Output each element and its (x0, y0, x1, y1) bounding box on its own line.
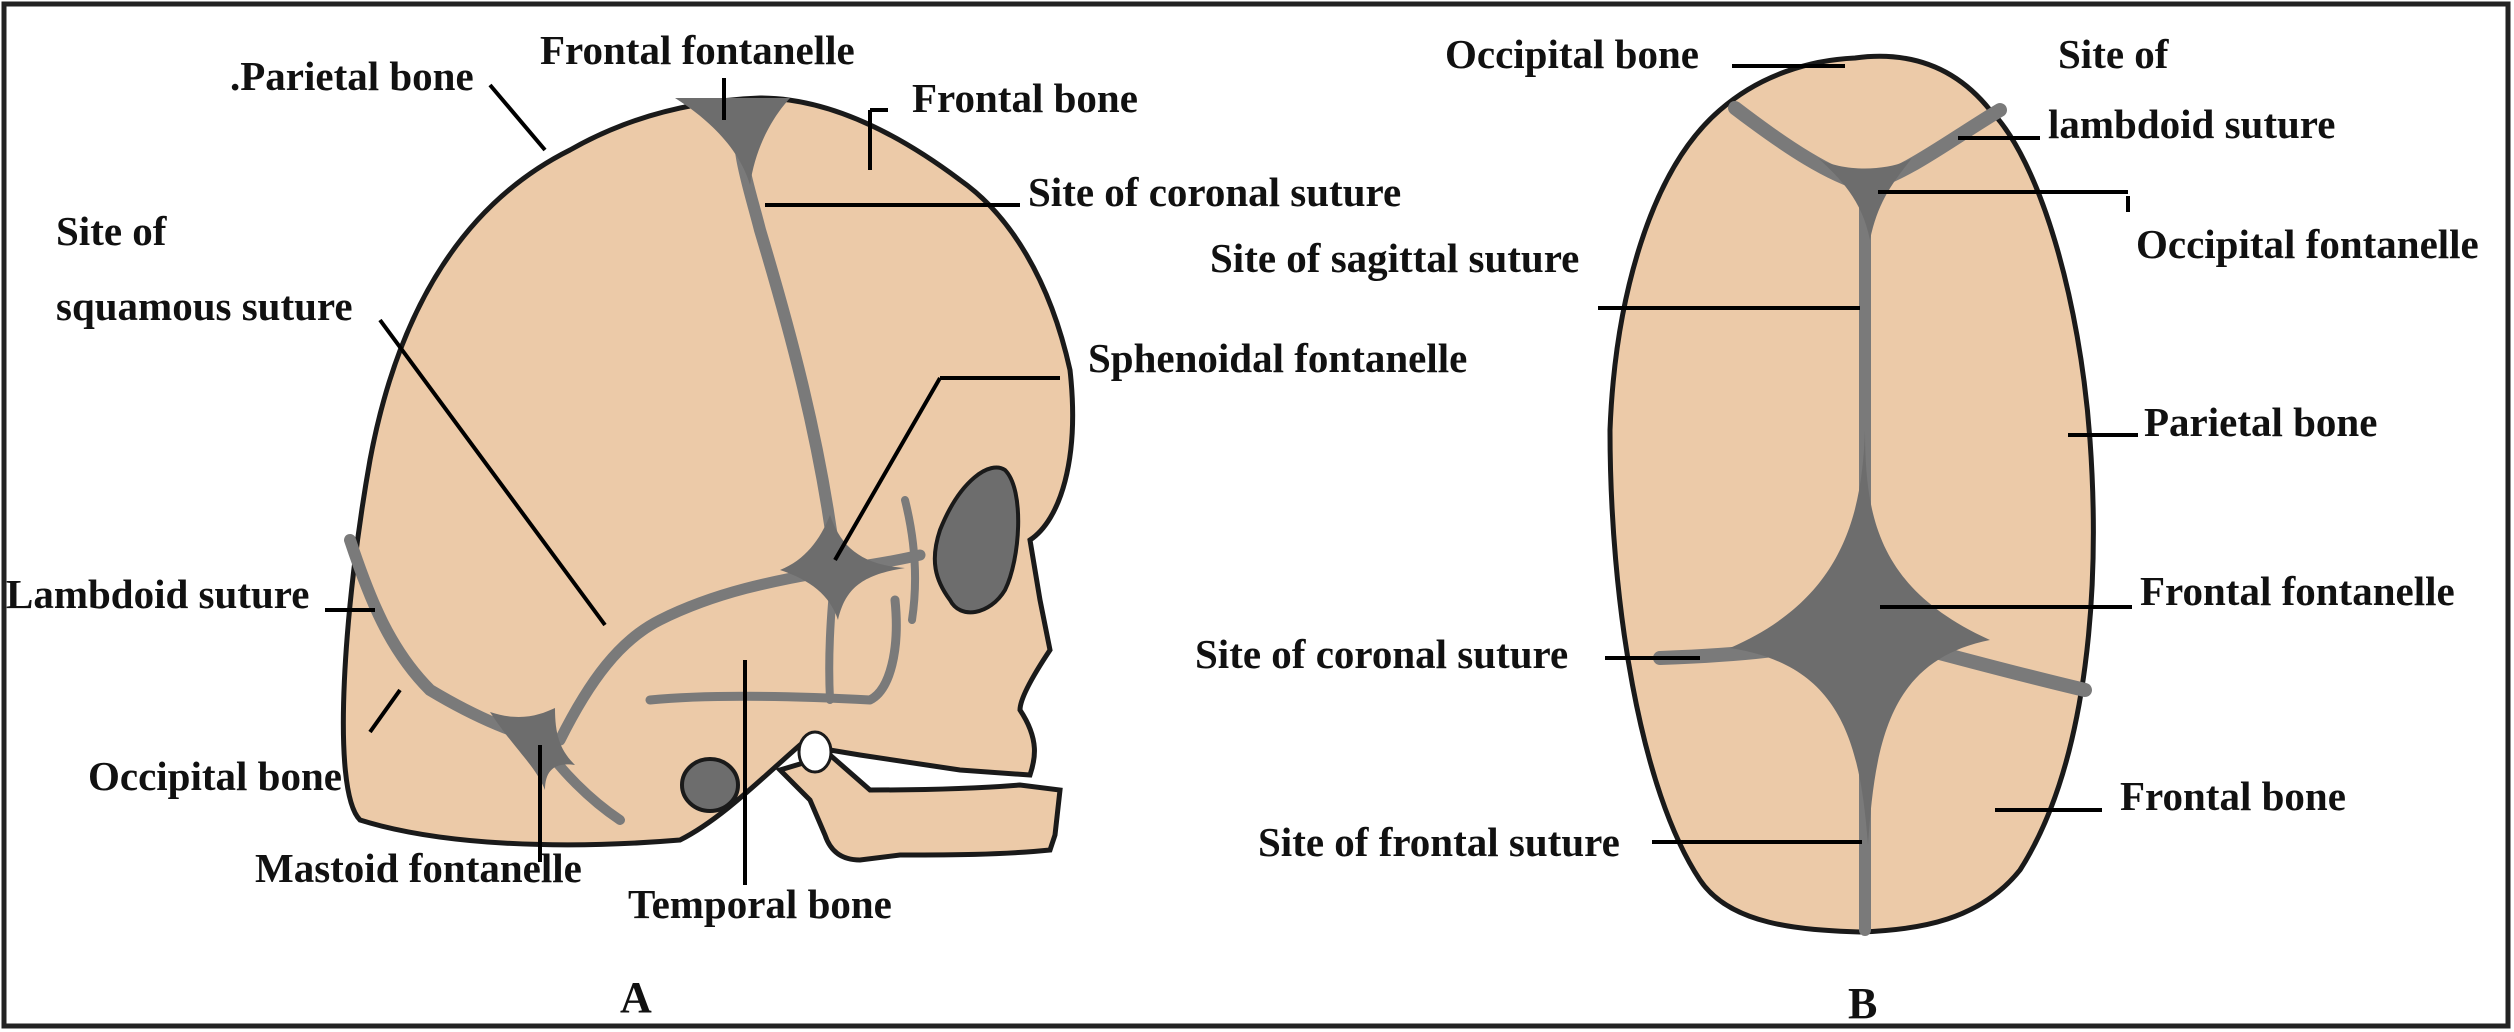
figure-b-superior-skull (1598, 56, 2138, 932)
label-b-site-frontal: Site of frontal suture (1258, 819, 1620, 865)
panel-label-a: A (620, 973, 652, 1022)
label-b-frontal-bone: Frontal bone (2120, 773, 2346, 819)
label-b-occipital-bone: Occipital bone (1445, 31, 1699, 77)
label-a-squamous-suture: squamous suture (56, 283, 353, 329)
label-b-lambdoid-suture: lambdoid suture (2048, 101, 2335, 147)
label-b-site-coronal: Site of coronal suture (1195, 631, 1568, 677)
label-a-site-of: Site of (56, 208, 168, 254)
label-a-frontal-bone: Frontal bone (912, 75, 1138, 121)
panel-label-b: B (1848, 979, 1877, 1028)
label-b-occipital-fontanelle: Occipital fontanelle (2136, 221, 2479, 267)
label-a-occipital-bone: Occipital bone (88, 753, 342, 799)
label-a-sphenoidal-fontanelle: Sphenoidal fontanelle (1088, 335, 1467, 381)
skull-a-tooth-bud (799, 732, 831, 772)
label-b-frontal-fontanelle: Frontal fontanelle (2140, 568, 2455, 614)
label-a-temporal-bone: Temporal bone (628, 881, 892, 927)
label-a-mastoid-fontanelle: Mastoid fontanelle (255, 845, 582, 891)
label-b-site-of: Site of (2058, 31, 2170, 77)
label-a-frontal-fontanelle: Frontal fontanelle (540, 27, 855, 73)
label-a-site-coronal: Site of coronal suture (1028, 169, 1401, 215)
label-a-parietal-bone: .Parietal bone (230, 53, 474, 99)
label-a-lambdoid-suture: Lambdoid suture (6, 571, 309, 617)
skull-a-cranium (343, 98, 1072, 845)
skull-a-ear-opening (682, 759, 738, 811)
figure-a-lateral-skull (325, 78, 1073, 885)
label-b-parietal-bone: Parietal bone (2144, 399, 2377, 445)
label-b-site-sagittal: Site of sagittal suture (1210, 235, 1579, 281)
